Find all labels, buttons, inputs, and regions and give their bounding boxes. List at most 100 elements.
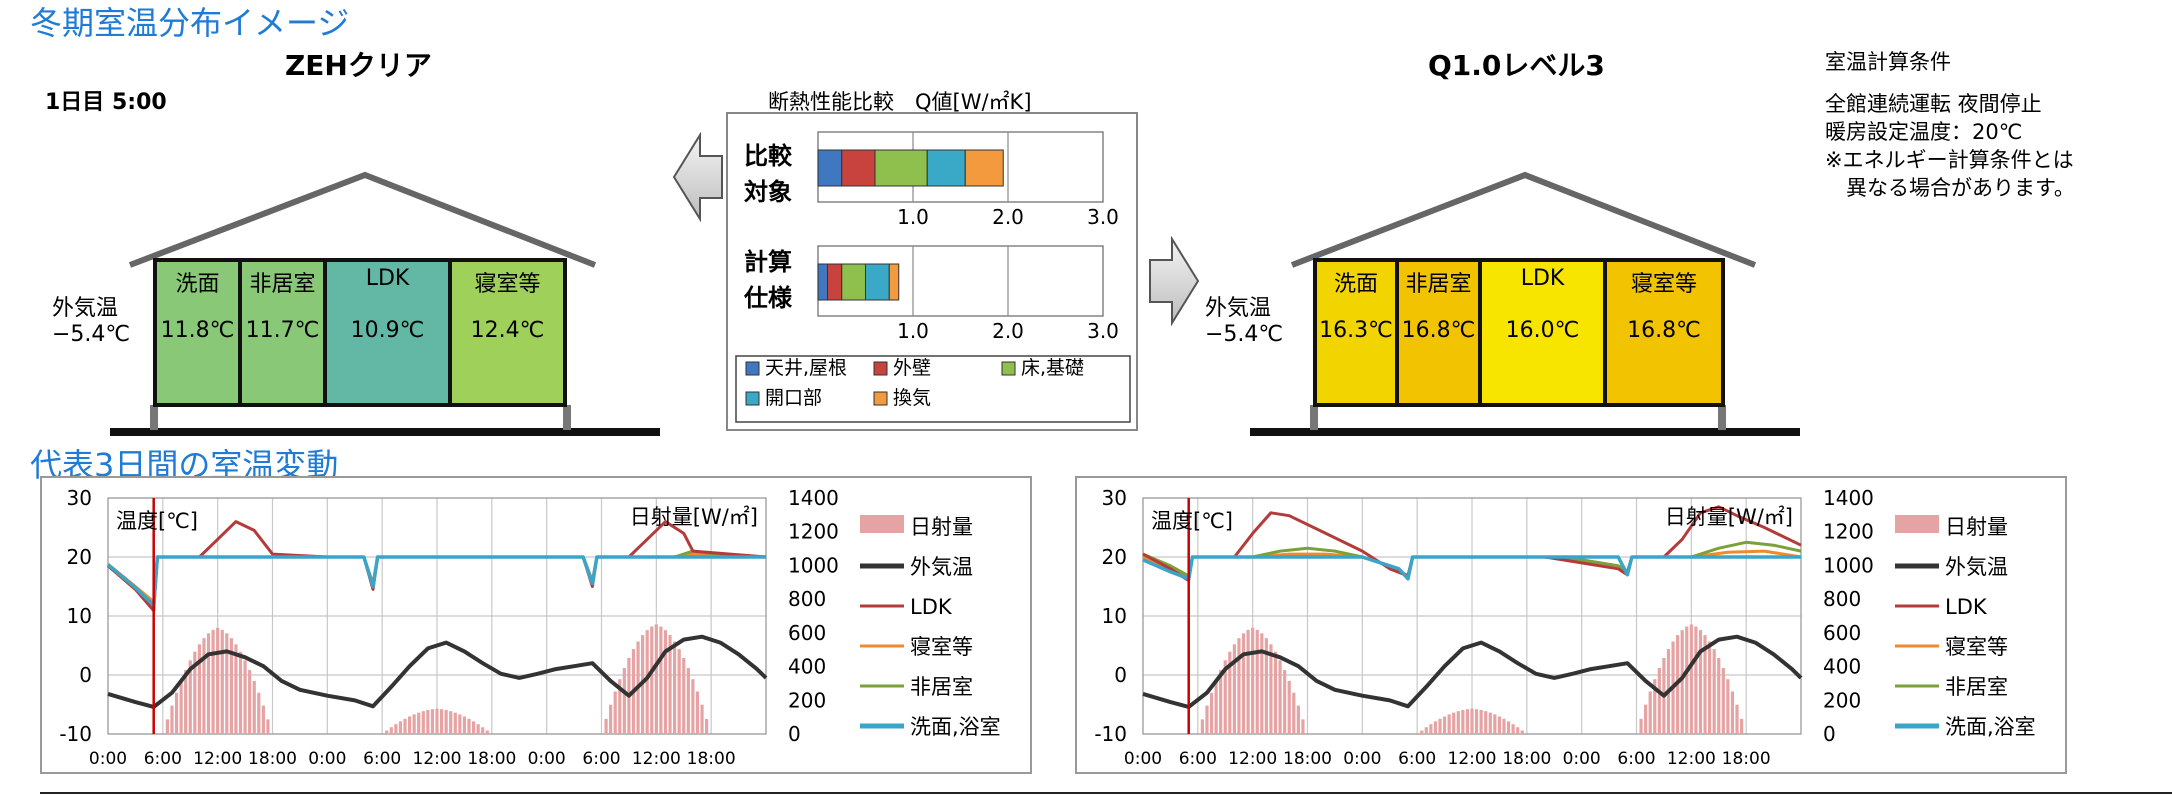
solar-bar [234, 644, 238, 734]
solar-bar [471, 721, 476, 734]
solar-bar [462, 716, 467, 734]
solar-bar [481, 727, 485, 734]
solar-bar [193, 651, 197, 734]
x-tick-label: 18:00 [687, 749, 736, 769]
room-temp: 16.8℃ [1401, 318, 1476, 343]
solar-bar [609, 704, 613, 734]
left-outside-temp: −5.4℃ [52, 322, 131, 347]
solar-bar [1717, 657, 1721, 734]
x-tick-label: 6:00 [1398, 749, 1436, 769]
solar-bar [645, 630, 649, 734]
room-temp: 16.0℃ [1505, 318, 1580, 343]
solar-bar [654, 624, 658, 734]
solar-bar [1283, 670, 1287, 734]
q-row1-label-a: 比較 [744, 142, 793, 170]
solar-bar [1520, 730, 1524, 734]
solar-bar [421, 711, 425, 734]
solar-bar [691, 679, 695, 734]
legend-label: 非居室 [1945, 675, 2008, 699]
x-tick-label: 6:00 [1617, 749, 1655, 769]
solar-bar [1255, 629, 1259, 734]
conditions-line: 全館連続運転 夜間停止 [1825, 92, 2042, 116]
solar-bar [1456, 711, 1460, 734]
q-row2-label-b: 仕様 [743, 284, 793, 312]
solar-bar [1739, 718, 1744, 734]
solar-bar [426, 710, 430, 734]
solar-bar [1493, 714, 1497, 734]
solar-bar [184, 670, 188, 734]
solar-bar [1205, 705, 1209, 734]
x-tick-label: 12:00 [193, 749, 242, 769]
q-bar-segment [865, 263, 890, 301]
series-line [1142, 555, 1801, 581]
room-box [323, 258, 452, 407]
solar-bar [1232, 644, 1236, 734]
solar-bar [1447, 714, 1451, 734]
solar-bar [1429, 724, 1433, 734]
arrow-left-icon [672, 132, 723, 222]
solar-bar [453, 712, 457, 734]
y2-tick-label: 1400 [788, 486, 839, 510]
room-name: 洗面 [175, 272, 220, 297]
y2-tick-label: 0 [1823, 722, 1836, 746]
room-box [1603, 258, 1725, 407]
conditions-line: ※エネルギー計算条件とは [1825, 148, 2074, 172]
x-tick-label: 12:00 [1448, 749, 1497, 769]
y2-tick-label: 600 [788, 621, 826, 645]
conditions-block: 室温計算条件 全館連続運転 夜間停止 暖房設定温度：20℃ ※エネルギー計算条件… [1825, 48, 2075, 202]
solar-bar [1214, 680, 1218, 734]
legend-label: 非居室 [910, 675, 973, 699]
solar-bar [1516, 727, 1520, 734]
bottom-rule [40, 792, 2172, 794]
q-legend-swatch [745, 361, 760, 376]
y-tick-label: 30 [67, 486, 92, 510]
room-temp: 11.8℃ [160, 318, 235, 343]
room-name: 寝室等 [474, 272, 541, 297]
solar-bar [1420, 730, 1424, 734]
solar-bar [1424, 727, 1428, 734]
solar-bar [1219, 670, 1223, 734]
solar-bar [622, 668, 626, 734]
q-bar-segment [926, 149, 966, 187]
y2-tick-label: 400 [1823, 655, 1861, 679]
solar-bar [682, 657, 686, 734]
y-tick-label: 20 [67, 545, 92, 569]
solar-bar [238, 651, 243, 734]
solar-bar [700, 704, 704, 734]
q-legend-label: 外壁 [893, 357, 931, 379]
q-tick-label: 3.0 [1087, 319, 1119, 343]
y-axis-label: 温度[℃] [116, 509, 198, 533]
solar-bar [485, 730, 489, 734]
series-line [106, 555, 766, 608]
q-tick-label: 3.0 [1087, 205, 1119, 229]
room-box [1313, 258, 1399, 407]
solar-bar [206, 633, 211, 734]
solar-bar [1292, 692, 1296, 734]
left-house-drawing [110, 171, 660, 436]
x-tick-label: 0:00 [1124, 749, 1162, 769]
solar-bar [1506, 721, 1511, 734]
x-tick-label: 18:00 [1283, 749, 1332, 769]
q-bar-segment [964, 149, 1004, 187]
solar-bar [248, 670, 252, 734]
y2-tick-label: 1200 [1823, 520, 1874, 544]
conditions-line: 暖房設定温度：20℃ [1825, 120, 2023, 144]
x-tick-label: 0:00 [1563, 749, 1601, 769]
x-tick-label: 12:00 [1667, 749, 1716, 769]
room-box [448, 258, 567, 407]
solar-bar [1721, 668, 1725, 734]
legend-label: 外気温 [910, 555, 973, 579]
room-name: 洗面 [1333, 272, 1378, 297]
x-tick-label: 18:00 [1722, 749, 1771, 769]
y-tick-label: -10 [1094, 722, 1127, 746]
solar-bar [1278, 660, 1282, 734]
room-temp: 16.3℃ [1319, 318, 1393, 343]
solar-bar [407, 716, 412, 734]
y2-tick-label: 400 [788, 655, 826, 679]
room-name: 非居室 [1405, 272, 1472, 297]
legend-swatch [1895, 515, 1939, 533]
solar-bar [1689, 624, 1693, 734]
